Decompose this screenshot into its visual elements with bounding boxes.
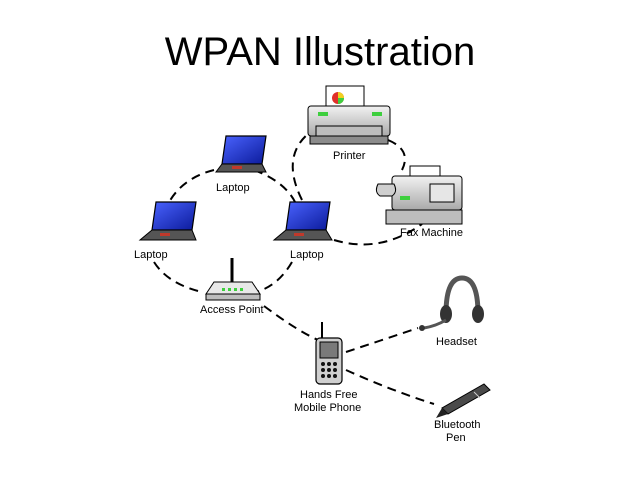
headset-icon xyxy=(419,275,484,331)
link-phone-pen xyxy=(345,369,435,405)
pen-label-line2: Pen xyxy=(446,432,466,444)
access-point-icon xyxy=(205,258,261,301)
link-phone-headset xyxy=(345,327,419,353)
laptop-left-label: Laptop xyxy=(134,249,168,261)
bluetooth-pen-icon xyxy=(436,383,491,418)
link-laptop-top-laptop-right xyxy=(253,169,297,205)
wireless-links xyxy=(153,127,435,405)
link-laptop-right-access-point xyxy=(255,261,293,293)
fax-label: Fax Machine xyxy=(400,227,463,239)
laptop-top-icon xyxy=(215,135,267,173)
link-access-point-phone xyxy=(263,305,319,341)
page-title: WPAN Illustration xyxy=(164,30,476,74)
access-point-label: Access Point xyxy=(200,304,264,316)
link-printer-fax xyxy=(387,139,406,171)
phone-label-line2: Mobile Phone xyxy=(294,402,361,414)
link-laptop-top-laptop-left xyxy=(167,169,215,205)
laptop-top-label: Laptop xyxy=(216,182,250,194)
link-laptop-right-fax xyxy=(333,223,423,246)
link-laptop-left-access-point xyxy=(153,261,203,293)
phone-label-line1: Hands Free xyxy=(300,389,357,401)
laptop-right-label: Laptop xyxy=(290,249,324,261)
printer-icon xyxy=(307,85,391,145)
laptop-right-icon xyxy=(272,201,333,241)
pen-label-line1: Bluetooth xyxy=(434,419,480,431)
printer-label: Printer xyxy=(333,150,366,162)
fax-machine-icon xyxy=(375,165,463,225)
headset-label: Headset xyxy=(436,336,477,348)
mobile-phone-icon xyxy=(315,322,343,385)
laptop-left-icon xyxy=(138,201,197,241)
